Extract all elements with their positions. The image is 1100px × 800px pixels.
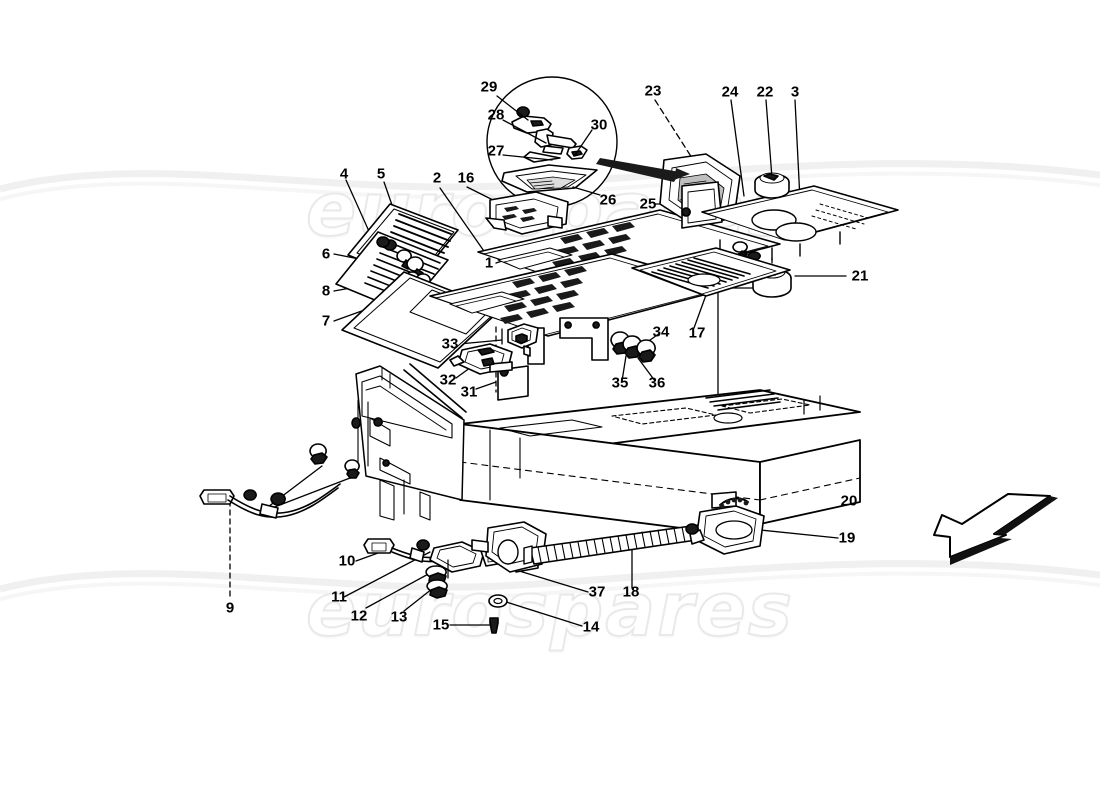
part-screw-15	[489, 617, 499, 634]
callout-6: 6	[321, 245, 331, 263]
callout-16: 16	[457, 169, 475, 187]
callout-4: 4	[339, 165, 349, 183]
callout-36: 36	[648, 374, 666, 392]
callout-3: 3	[790, 83, 800, 101]
callout-24: 24	[721, 83, 739, 101]
callout-7: 7	[321, 312, 331, 330]
callout-26: 26	[599, 191, 617, 209]
callout-13: 13	[390, 608, 408, 626]
callout-29: 29	[480, 78, 498, 96]
part-rear-mat-17	[631, 247, 791, 297]
part-frame-structure	[351, 363, 467, 521]
part-clip-20	[719, 497, 749, 509]
part-nut-36	[636, 339, 656, 363]
callout-11: 11	[331, 588, 347, 606]
detail-circle-callout	[486, 76, 618, 208]
callout-1: 1	[484, 254, 494, 272]
callout-9: 9	[225, 599, 235, 617]
part-wiring-harness-9	[199, 443, 360, 519]
callout-5: 5	[376, 165, 386, 183]
callout-27: 27	[487, 142, 505, 160]
callout-10: 10	[338, 552, 356, 570]
callout-30: 30	[590, 116, 608, 134]
direction-arrow-icon	[933, 493, 1058, 565]
callout-31: 31	[460, 383, 478, 401]
callout-2: 2	[432, 169, 442, 187]
callout-20: 20	[840, 492, 858, 510]
callout-35: 35	[611, 374, 629, 392]
callout-33: 33	[441, 335, 459, 353]
part-latch-33	[507, 323, 539, 357]
callout-37: 37	[588, 583, 606, 601]
part-lower-harness-10	[363, 538, 445, 563]
part-grommet-22	[754, 172, 790, 199]
callout-19: 19	[838, 529, 856, 547]
part-console-body	[459, 389, 861, 539]
callout-18: 18	[622, 583, 640, 601]
callout-12: 12	[350, 607, 368, 625]
callout-22: 22	[756, 83, 774, 101]
callout-15: 15	[432, 616, 450, 634]
part-lever-mount-19	[685, 491, 765, 555]
callout-8: 8	[321, 282, 331, 300]
callout-25: 25	[639, 195, 657, 213]
callout-34: 34	[652, 323, 670, 341]
part-bracket-31	[481, 357, 529, 401]
callout-17: 17	[688, 324, 706, 342]
part-side-trim-25	[681, 181, 723, 229]
part-switch-box-16	[485, 191, 569, 235]
part-conduit-18	[523, 523, 711, 565]
callout-28: 28	[487, 106, 505, 124]
callout-23: 23	[644, 82, 662, 100]
part-washer-13	[426, 579, 448, 599]
part-oring-14	[488, 594, 508, 608]
callout-32: 32	[439, 371, 457, 389]
part-rear-plate-3	[701, 185, 899, 261]
callout-21: 21	[851, 267, 869, 285]
callout-14: 14	[582, 618, 600, 636]
